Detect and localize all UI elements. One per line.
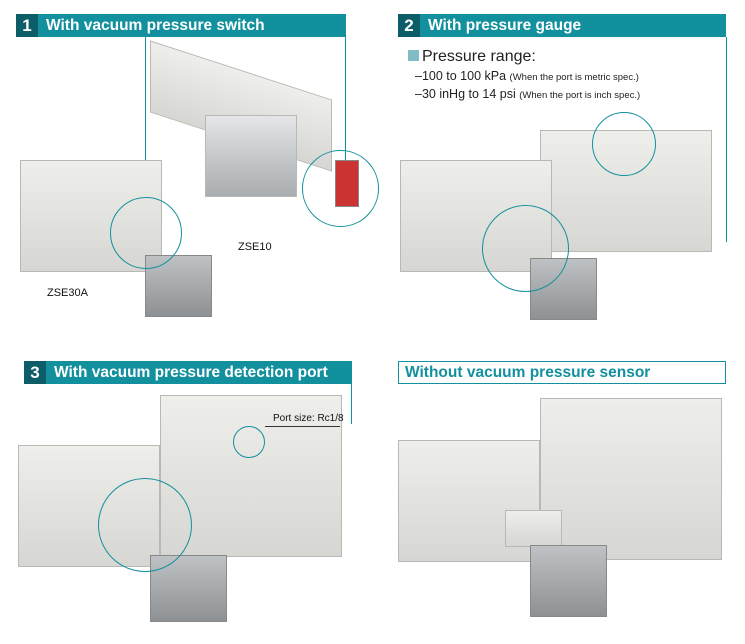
label-port-size: Port size: Rc1/8 (273, 413, 344, 424)
spec-line-inch: –30 inHg to 14 psi (When the port is inc… (415, 86, 640, 104)
spec-value: –100 to 100 kPa (415, 69, 507, 83)
ejector-body-image (540, 398, 722, 560)
spec-value: –30 inHg to 14 psi (415, 87, 516, 101)
callout-line (351, 384, 352, 424)
callout-line (145, 37, 146, 197)
ejector-body-image (205, 115, 297, 197)
bullet-square-icon (408, 50, 419, 61)
panel-1-title: With vacuum pressure switch (46, 16, 265, 34)
callout-circle (233, 426, 265, 458)
panel-4-title: Without vacuum pressure sensor (405, 363, 651, 381)
callout-line (345, 37, 346, 162)
panel-2-header: 2 With pressure gauge (398, 14, 726, 37)
panel-1-header: 1 With vacuum pressure switch (16, 14, 346, 37)
leader-line (265, 426, 340, 427)
spec-title: Pressure range: (422, 48, 536, 65)
pressure-range-title: Pressure range: (408, 48, 536, 66)
panel-4-header: Without vacuum pressure sensor (398, 361, 726, 384)
callout-circle (592, 112, 656, 176)
panel-3-header: 3 With vacuum pressure detection port (24, 361, 352, 384)
panel-2-title: With pressure gauge (428, 16, 582, 34)
spec-note: (When the port is inch spec.) (519, 90, 641, 101)
callout-circle (110, 197, 182, 269)
connector-image (505, 510, 562, 547)
zse10-switch-image (335, 160, 359, 207)
callout-circle (98, 478, 192, 572)
label-zse30a: ZSE30A (47, 287, 88, 299)
silencer-image (530, 545, 607, 617)
callout-line (726, 37, 727, 242)
spec-note: (When the port is metric spec.) (509, 72, 639, 83)
panel-3-title: With vacuum pressure detection port (54, 363, 328, 381)
panel-2-number: 2 (398, 14, 420, 37)
panel-3-number: 3 (24, 361, 46, 384)
callout-circle (302, 150, 379, 227)
callout-circle (482, 205, 569, 292)
spec-line-metric: –100 to 100 kPa (When the port is metric… (415, 68, 640, 86)
panel-1-number: 1 (16, 14, 38, 37)
label-zse10: ZSE10 (238, 241, 272, 253)
